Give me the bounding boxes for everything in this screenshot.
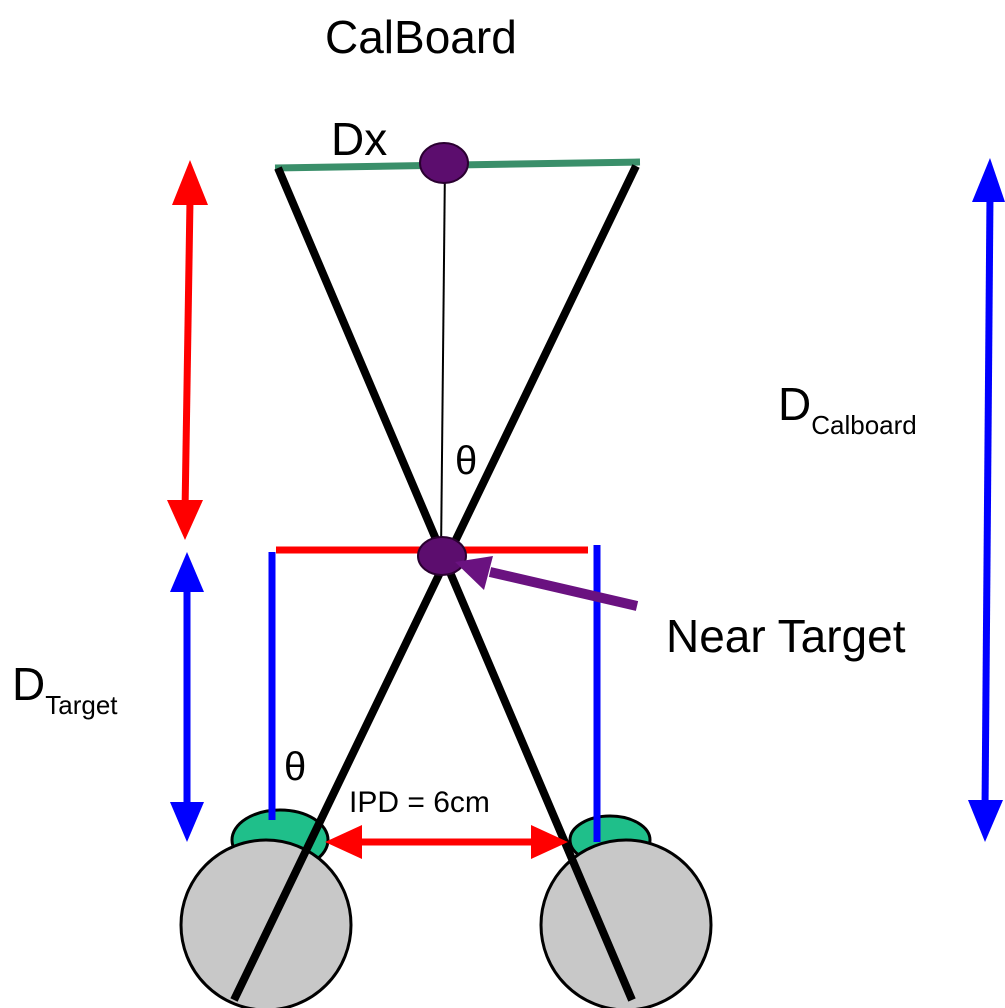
dx-label: Dx	[331, 113, 387, 165]
red-distance-arrow-head-top	[172, 160, 208, 205]
d-target-arrow-head-bottom	[170, 802, 204, 842]
d-calboard-label: DCalboard	[778, 378, 917, 440]
theta-top-label: θ	[455, 439, 477, 483]
sight-line-left	[274, 166, 636, 1002]
calboard-target-dot	[419, 142, 469, 184]
ipd-label: IPD = 6cm	[349, 786, 490, 819]
red-distance-arrow	[181, 199, 194, 513]
left-eye	[179, 838, 353, 1008]
calboard-title: CalBoard	[325, 11, 517, 63]
near-target-label: Near Target	[666, 610, 906, 662]
d-calboard-arrow	[981, 194, 994, 811]
near-target-pointer-head	[455, 556, 493, 590]
center-line	[440, 161, 446, 556]
ipd-arrow-head-right	[531, 825, 568, 859]
red-distance-arrow-head-bottom	[167, 500, 203, 540]
theta-bottom-label: θ	[284, 745, 306, 789]
sight-line-right	[230, 164, 640, 1002]
d-calboard-arrow-head-top	[972, 158, 1005, 202]
near-target-dot	[417, 536, 467, 576]
d-target-label: DTarget	[12, 658, 118, 720]
ipd-arrow-head-left	[325, 825, 362, 859]
d-calboard-arrow-head-bottom	[968, 800, 1003, 842]
near-target-pointer	[488, 567, 639, 611]
d-target-arrow-head-top	[170, 552, 204, 592]
